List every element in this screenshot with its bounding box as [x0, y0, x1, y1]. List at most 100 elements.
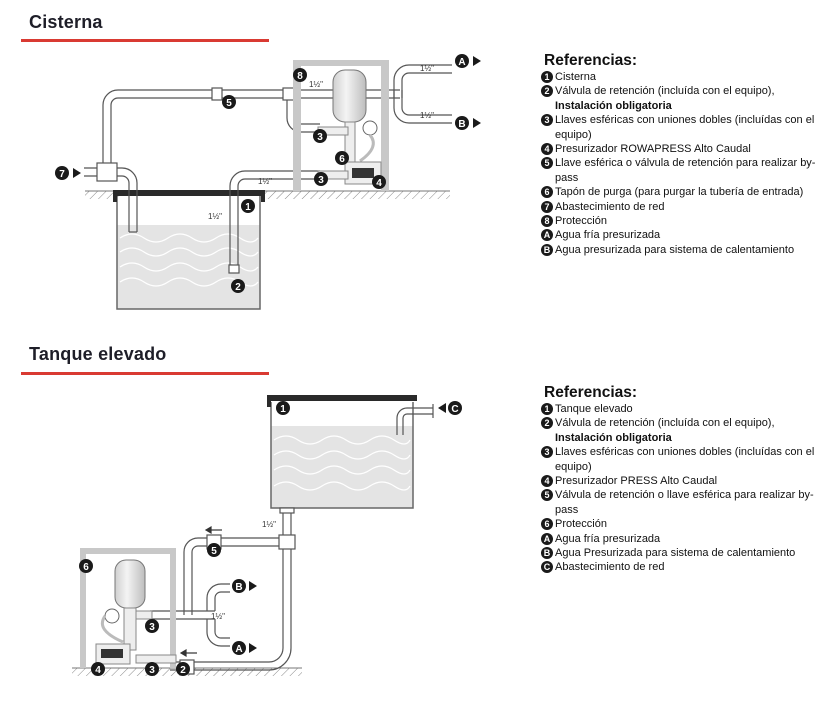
reference-text: Abastecimiento de red [555, 200, 827, 214]
marker-badge-icon: 3 [541, 114, 553, 127]
tanque-elevado-diagram: 1½" 1½" 1 2 3 3 4 5 6 A B C [72, 395, 462, 676]
reference-text: Cisterna [555, 70, 827, 84]
marker-2: 2 [231, 279, 245, 293]
reference-label: Abastecimiento de red [555, 561, 665, 574]
protection-frame [80, 548, 176, 668]
marker-badge-icon: 1 [541, 403, 553, 415]
marker-c: C [438, 401, 462, 415]
svg-text:B: B [235, 582, 242, 593]
marker-3: 3 [145, 619, 159, 633]
reference-text: Llaves esféricas con uniones dobles (inc… [555, 445, 827, 474]
marker-badge-icon: C [541, 561, 553, 574]
marker-1: 1 [241, 199, 255, 213]
reference-label: Llave esférica o válvula de retención pa… [555, 157, 816, 184]
pipe-size-label: 1½" [258, 177, 272, 186]
reference-text: Presurizador ROWAPRESS Alto Caudal [555, 142, 827, 156]
marker-4: 4 [91, 662, 105, 676]
cisterna-diagram: 1½" 1½" 1½" 1½" 1½" 1 2 3 3 4 5 6 7 8 A … [55, 54, 481, 310]
svg-text:6: 6 [83, 562, 89, 573]
reference-text: Presurizador PRESS Alto Caudal [555, 474, 827, 488]
reference-label: Llaves esféricas con uniones dobles (inc… [555, 446, 815, 473]
reference-label: Agua fría presurizada [555, 532, 661, 545]
svg-text:C: C [451, 404, 458, 415]
svg-text:1: 1 [280, 404, 286, 415]
marker-badge-icon: 8 [541, 215, 553, 228]
reference-label: Válvula de retención (incluída con el eq… [555, 417, 775, 430]
marker-badge-icon: 1 [541, 71, 553, 83]
svg-text:2: 2 [180, 665, 186, 676]
svg-text:7: 7 [59, 169, 65, 180]
marker-badge-icon: 7 [541, 200, 553, 213]
marker-1: 1 [276, 401, 290, 415]
reference-emphasis: Instalación obligatoria [555, 99, 672, 112]
svg-text:8: 8 [297, 71, 303, 82]
marker-a: A [455, 54, 481, 68]
reference-text: Agua Presurizada para sistema de calenta… [555, 546, 827, 560]
reference-text: Agua fría presurizada [555, 228, 827, 242]
marker-badge-icon: A [541, 229, 553, 242]
pipe-size-label: 1½" [420, 64, 434, 73]
marker-badge-icon: 4 [541, 475, 553, 488]
svg-text:5: 5 [226, 98, 232, 109]
section-title-tanque-elevado: Tanque elevado [29, 344, 167, 364]
svg-text:3: 3 [318, 175, 324, 186]
svg-text:3: 3 [317, 132, 323, 143]
elevated-tank [267, 395, 417, 509]
marker-badge-icon: B [541, 547, 553, 560]
reference-label: Protección [555, 518, 607, 531]
reference-text: Abastecimiento de red [555, 560, 827, 574]
pipe-size-label: 1½" [309, 80, 323, 89]
marker-6: 6 [79, 559, 93, 573]
title-rule [21, 372, 269, 375]
reference-label: Agua Presurizada para sistema de calenta… [555, 547, 796, 560]
marker-badge-icon: 4 [541, 143, 553, 156]
marker-badge-icon: B [541, 243, 553, 256]
reference-text: Agua fría presurizada [555, 532, 827, 546]
marker-8: 8 [293, 68, 307, 82]
reference-label: Presurizador ROWAPRESS Alto Caudal [555, 143, 751, 156]
pipe-size-label: 1½" [420, 111, 434, 120]
reference-text: Llaves esféricas con uniones dobles (inc… [555, 113, 827, 142]
svg-text:1: 1 [245, 202, 251, 213]
marker-badge-icon: A [541, 532, 553, 545]
marker-3: 3 [145, 662, 159, 676]
reference-text: Agua presurizada para sistema de calenta… [555, 243, 827, 257]
reference-label: Cisterna [555, 71, 596, 83]
marker-badge-icon: 5 [541, 157, 553, 170]
marker-4: 4 [372, 175, 386, 189]
marker-5: 5 [207, 543, 221, 557]
svg-text:3: 3 [149, 665, 155, 676]
flow-arrow [179, 525, 222, 658]
pipes [84, 64, 452, 274]
marker-5: 5 [222, 95, 236, 109]
pipe-size-label: 1½" [211, 612, 225, 621]
pressurizer-unit [317, 69, 382, 185]
svg-text:4: 4 [95, 665, 101, 676]
svg-text:A: A [458, 57, 465, 68]
svg-text:3: 3 [149, 622, 155, 633]
title-rule [21, 39, 269, 42]
reference-label: Válvula de retención (incluída con el eq… [555, 85, 775, 98]
marker-badge-icon: 6 [541, 518, 553, 531]
pressurizer-unit [95, 559, 177, 665]
reference-emphasis: Instalación obligatoria [555, 431, 672, 444]
svg-text:6: 6 [339, 154, 345, 165]
section-title-cisterna: Cisterna [29, 12, 103, 32]
